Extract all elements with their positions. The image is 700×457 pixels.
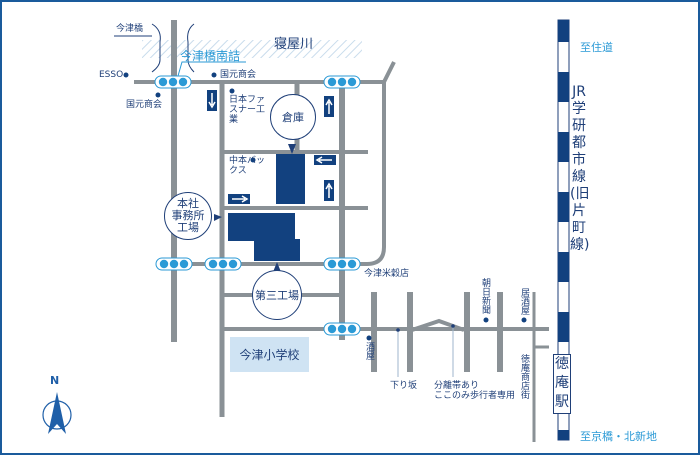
kudarizaka-label: 下り坂 <box>390 381 418 391</box>
esso-label: ESSO <box>99 70 124 80</box>
izakaya-label: 居酒屋 <box>519 288 529 315</box>
tokuan-shotengai-label: 徳庵商店街 <box>519 354 529 399</box>
nihon-fastener-label: 日本ファスナー工業 <box>229 95 266 125</box>
head-office-bubble: 本社 事務所 工場 <box>164 192 212 240</box>
imazu-rice-label: 今津米穀店 <box>364 269 410 279</box>
north-label: N <box>50 374 60 387</box>
asahi-label: 朝日新聞 <box>480 278 490 314</box>
traffic-signals <box>154 75 361 336</box>
third-factory-bubble: 第三工場 <box>252 270 302 320</box>
kunimoto-north-label: 国元商会 <box>220 70 257 80</box>
tokuan-station: 徳庵駅 <box>553 354 571 414</box>
third-factory-label: 第三工場 <box>255 288 299 302</box>
warehouse-bubble: 倉庫 <box>270 94 316 140</box>
river-area <box>142 40 362 58</box>
warehouse-label: 倉庫 <box>282 110 304 124</box>
school-label: 今津小学校 <box>239 348 300 362</box>
kunimoto-west-label: 国元商会 <box>126 100 163 110</box>
river-label: 寝屋川 <box>274 37 314 52</box>
railway-name-label: JR学研都市線(旧片町線) <box>570 84 590 253</box>
to-suminodo-label: 至住道 <box>580 41 613 54</box>
to-kyobashi-label: 至京橋・北新地 <box>580 430 657 443</box>
bridge-south-label: 今津橋南詰 <box>180 49 241 63</box>
median-note-1: 分離帯あり <box>434 381 480 391</box>
school-area: 今津小学校 <box>230 337 309 372</box>
railway-track <box>557 19 570 441</box>
compass-icon <box>42 392 72 434</box>
median-note-2: ここのみ歩行者専用 <box>434 391 516 401</box>
one-way-arrows <box>207 90 336 204</box>
roads <box>134 20 549 442</box>
nakamoto-box-label: 中本バックス <box>229 156 266 176</box>
sakaya-label: 酒屋 <box>364 342 374 360</box>
buildings <box>228 154 305 261</box>
bridge-label: 今津橋 <box>116 24 144 34</box>
